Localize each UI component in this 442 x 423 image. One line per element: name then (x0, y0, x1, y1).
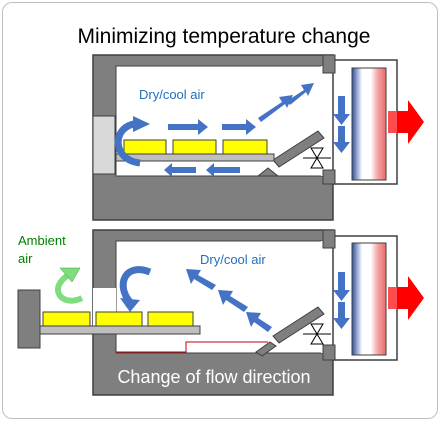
top-door (92, 115, 116, 175)
top-duct-arrow-2 (333, 126, 350, 153)
diagram-title: Minimizing temperature change (78, 25, 371, 48)
top-return-arrow-1 (206, 163, 240, 177)
ambient-label-line1: Ambient (18, 233, 66, 248)
bottom-coil (351, 242, 387, 356)
bottom-baffle (272, 306, 325, 344)
ambient-label-line2: air (18, 251, 33, 266)
bottom-exhaust-arrow (397, 276, 424, 320)
top-flow-curl (114, 120, 141, 167)
top-coil (351, 67, 387, 181)
top-duct-arrow-1 (333, 96, 350, 125)
top-air-arrow-4 (287, 83, 314, 105)
bottom-shelf (39, 325, 201, 335)
top-tray-1 (123, 139, 167, 155)
bottom-door-open (17, 289, 41, 349)
top-baffle (272, 130, 325, 168)
top-exhaust-arrow (397, 100, 424, 144)
bottom-air-label: Dry/cool air (200, 252, 266, 267)
bottom-tray-3 (147, 311, 194, 327)
top-return-arrow-2 (164, 163, 196, 177)
top-flow-arrows (114, 83, 350, 177)
top-air-arrow-3 (258, 95, 293, 122)
bottom-valve-icon (303, 323, 331, 345)
bottom-flow-arrows (119, 266, 350, 332)
top-tray-2 (172, 139, 217, 155)
ambient-air-arrow (55, 271, 84, 304)
bottom-red-path (116, 341, 268, 353)
top-flow-curl-head (133, 116, 150, 132)
bottom-caption: Change of flow direction (117, 367, 310, 387)
bottom-duct-arrow-1 (333, 272, 350, 301)
ambient-air-arrow-head (59, 267, 81, 283)
top-air-label: Dry/cool air (139, 87, 205, 102)
figure-frame (2, 2, 438, 419)
bottom-air-arrow-1 (246, 312, 272, 332)
top-tray-3 (222, 139, 268, 155)
bottom-duct-arrow-2 (333, 302, 350, 329)
top-air-arrow-1 (168, 119, 208, 135)
top-valve-icon (303, 147, 331, 169)
bottom-air-arrow-2 (218, 290, 248, 312)
top-air-arrow-2 (222, 119, 256, 135)
bottom-flow-curl-head (120, 298, 140, 312)
bottom-tray-2 (95, 311, 143, 327)
bottom-tray-1 (42, 311, 91, 327)
bottom-air-arrow-3 (186, 269, 216, 290)
bottom-flow-curl (119, 266, 152, 305)
top-chamber (92, 54, 398, 221)
